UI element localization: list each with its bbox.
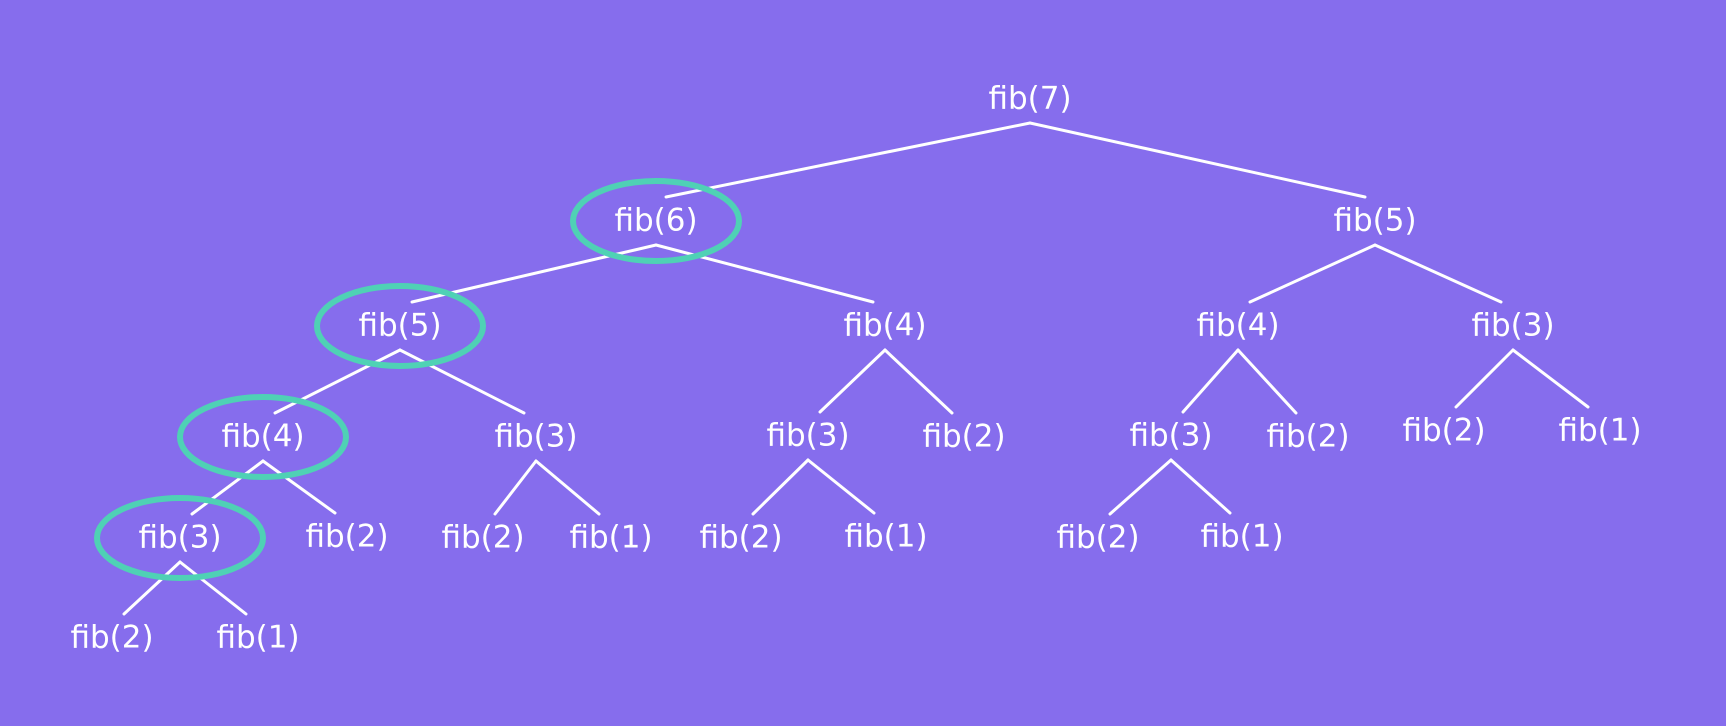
tree-edge: [1028, 121, 1367, 199]
tree-edge: [664, 121, 1032, 199]
tree-node: fib(1): [844, 518, 928, 555]
tree-edge: [178, 560, 248, 616]
tree-node: fib(2): [1266, 418, 1350, 455]
tree-edge: [751, 458, 810, 516]
tree-node: fib(5): [1333, 202, 1417, 239]
tree-edge: [1181, 348, 1240, 414]
tree-edge: [883, 348, 954, 415]
tree-edge: [1169, 458, 1232, 515]
tree-node: fib(2): [305, 518, 389, 555]
tree-node: fib(1): [569, 519, 653, 556]
tree-node: fib(2): [441, 519, 525, 556]
tree-edge: [1454, 348, 1515, 409]
tree-node: fib(7): [988, 80, 1072, 117]
highlight-ring: [314, 283, 486, 369]
tree-edge: [261, 459, 337, 515]
tree-edge: [122, 560, 182, 616]
highlight-ring: [570, 178, 742, 264]
tree-edge: [1236, 348, 1298, 415]
tree-edge: [1248, 243, 1377, 304]
tree-edge: [1108, 458, 1173, 516]
tree-edge: [493, 459, 538, 516]
tree-edge: [398, 348, 526, 415]
tree-node: fib(3): [494, 418, 578, 455]
tree-node: fib(4): [1196, 307, 1280, 344]
tree-node: fib(6): [614, 202, 698, 239]
tree-node: fib(1): [216, 619, 300, 656]
tree-node: fib(3): [1129, 417, 1213, 454]
tree-node: fib(5): [358, 307, 442, 344]
tree-edge: [534, 459, 601, 516]
tree-node: fib(3): [1471, 307, 1555, 344]
tree-edge: [190, 459, 265, 516]
highlight-ring: [94, 495, 266, 581]
tree-edge: [806, 458, 876, 515]
tree-node: fib(4): [843, 307, 927, 344]
tree-edge: [818, 348, 887, 414]
tree-node: fib(4): [221, 418, 305, 455]
tree-edge: [1373, 243, 1503, 304]
tree-node: fib(1): [1558, 412, 1642, 449]
tree-node: fib(1): [1200, 518, 1284, 555]
tree-node: fib(2): [922, 418, 1006, 455]
tree-node: fib(2): [70, 619, 154, 656]
tree-node: fib(2): [1402, 412, 1486, 449]
tree-node: fib(3): [766, 417, 850, 454]
tree-node: fib(3): [138, 519, 222, 556]
tree-node: fib(2): [1056, 519, 1140, 556]
highlight-ring: [177, 394, 349, 480]
tree-edge: [1511, 348, 1590, 409]
tree-node: fib(2): [699, 519, 783, 556]
